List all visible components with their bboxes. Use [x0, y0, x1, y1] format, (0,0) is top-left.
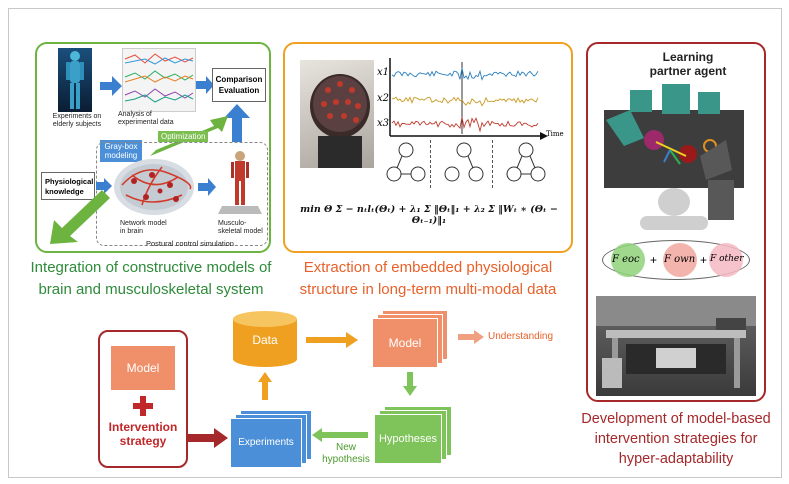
understanding-label: Understanding — [488, 331, 554, 342]
physiological-knowledge-box: Physiological knowledge — [41, 172, 95, 200]
left-caption: Integration of constructive models of br… — [16, 257, 286, 301]
intervention-strategy-label: Intervention strategy — [100, 420, 186, 448]
right-caption-line2: intervention strategies for — [594, 431, 758, 447]
model-stack-front: Model — [372, 318, 438, 368]
analysis-plots-image — [122, 48, 196, 112]
separator — [492, 140, 493, 188]
musculoskeletal-model-image — [218, 148, 262, 218]
arrow-right-icon — [306, 332, 358, 348]
plus-icon — [133, 396, 153, 416]
data-cylinder — [233, 311, 297, 367]
arrow-right-icon — [198, 178, 216, 196]
human-figure-image — [58, 48, 92, 112]
evaluation-label: Evaluation — [218, 86, 260, 95]
postural-label: Postural control simulation — [146, 239, 234, 248]
comparison-label: Comparison — [215, 75, 263, 84]
force-circles — [611, 243, 743, 277]
new-label: New — [335, 442, 356, 453]
physio-label-1: Physiological — [45, 177, 94, 186]
right-caption-line3: hyper-adaptability — [618, 451, 734, 467]
intervention-panel — [98, 330, 188, 468]
eeg-cap-photo — [300, 60, 374, 168]
postural-simulation-area — [96, 142, 268, 246]
arrow-right-icon — [100, 76, 122, 96]
arrow-right-icon — [196, 76, 214, 94]
experiments-stack-front: Experiments — [230, 418, 302, 468]
force-other-label: F other — [710, 254, 744, 264]
signal-traces-chart — [388, 58, 548, 142]
analysis-label: Analysis of experimental data — [118, 111, 174, 126]
model-box: Model — [111, 346, 175, 390]
middle-panel — [283, 42, 573, 253]
experiments-label: Experiments on elderly subjects — [52, 113, 102, 128]
physio-label-2: knowledge — [45, 187, 84, 196]
optimization-formula: min Θ Σ − nₜlₜ(Θₜ) + λ₁ Σ ‖Θₜ‖₁ + λ₂ Σ ‖… — [300, 204, 558, 226]
right-caption: Development of model-based intervention … — [572, 409, 780, 469]
middle-caption-line2: structure in long-term multi-modal data — [299, 281, 557, 298]
left-caption-line2: brain and musculoskeletal system — [38, 281, 264, 298]
force-ellipse — [602, 240, 750, 280]
force-eoc-label: F eoc — [612, 254, 640, 265]
arrow-right-icon — [96, 178, 112, 194]
arrow-down-left-icon — [50, 190, 110, 244]
learning-agent-title: Learning partner agent — [648, 50, 728, 78]
middle-caption-line1: Extraction of embedded physiological — [303, 259, 553, 276]
arrow-right-icon — [458, 330, 484, 344]
learning-label: Learning — [662, 50, 714, 64]
outer-frame — [8, 8, 782, 478]
optimization-arrow-icon — [150, 116, 228, 156]
new-hypothesis-label: New hypothesis — [318, 442, 374, 466]
brain-network-image — [112, 155, 196, 219]
force-own-label: F own — [664, 254, 696, 265]
agent-illustration — [604, 84, 744, 230]
graph-structures — [386, 142, 546, 182]
time-label: Time — [546, 130, 564, 138]
x3-label: x3 — [377, 118, 390, 129]
arrow-up-icon — [258, 372, 272, 400]
robot-setup-photo — [596, 296, 756, 396]
left-panel — [35, 42, 271, 253]
hypotheses-stack-front: Hypotheses — [374, 414, 442, 464]
x1-label: x1 — [377, 67, 390, 78]
right-panel — [586, 42, 766, 402]
arrow-left-icon — [312, 428, 368, 442]
comparison-evaluation-box: Comparison Evaluation — [212, 68, 266, 102]
left-caption-line1: Integration of constructive models of — [30, 259, 272, 276]
partner-agent-label: partner agent — [649, 64, 727, 78]
data-label: Data — [252, 333, 278, 347]
arrow-up-icon — [224, 104, 250, 142]
arrow-right-icon — [188, 428, 228, 448]
optimization-label: Optimization — [158, 131, 209, 142]
network-label: Network model in brain — [120, 220, 167, 235]
strategy-label: strategy — [119, 434, 167, 448]
separator — [430, 140, 431, 188]
plus-sign: + — [650, 253, 658, 267]
arrow-down-icon — [403, 372, 417, 396]
intervention-label: Intervention — [108, 420, 178, 434]
middle-caption: Extraction of embedded physiological str… — [282, 257, 574, 301]
plus-sign: + — [700, 253, 708, 267]
musculo-label: Musculo-skeletal model — [218, 220, 263, 235]
x2-label: x2 — [377, 93, 390, 104]
hypothesis-label: hypothesis — [322, 454, 370, 465]
right-caption-line1: Development of model-based — [581, 411, 771, 427]
graybox-label: Gray-box modeling — [100, 140, 142, 162]
